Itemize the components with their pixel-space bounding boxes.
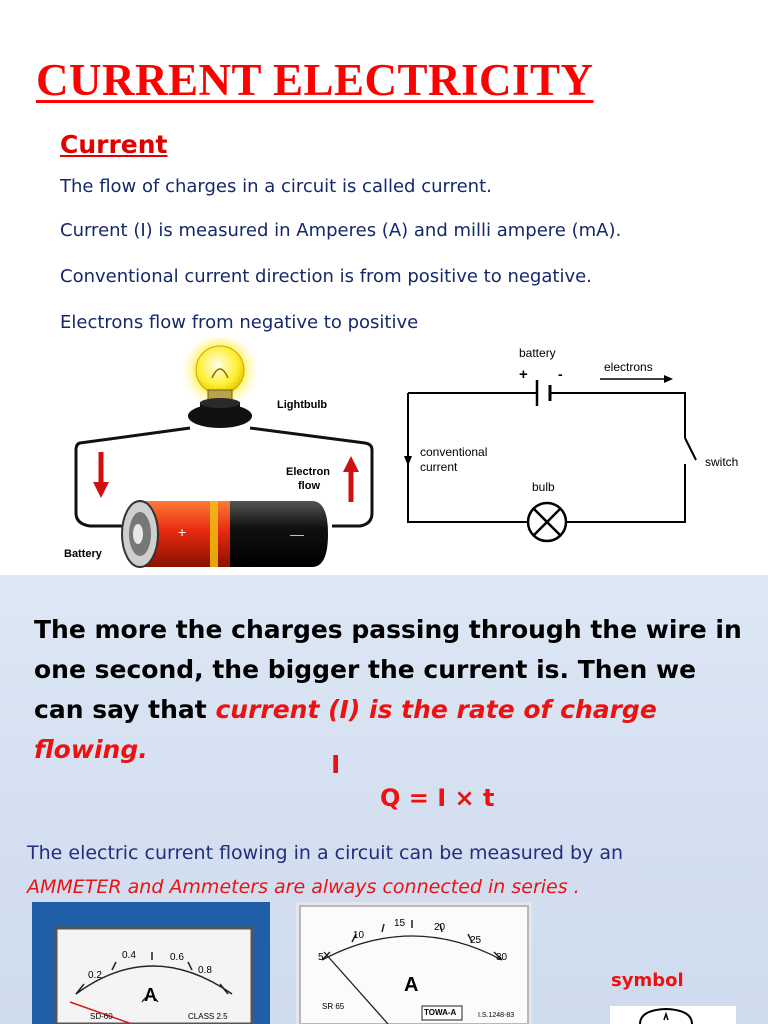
current-symbol: I xyxy=(331,750,341,779)
ammeter-text-line1: The electric current flowing in a circui… xyxy=(27,842,624,864)
units-line: Current (I) is measured in Amperes (A) a… xyxy=(60,220,622,241)
battery-label: Battery xyxy=(64,548,102,560)
meter2-brand: TOWA-A xyxy=(424,1008,457,1017)
electron-flow-label-line2: flow xyxy=(298,480,320,492)
meter1-unit: A xyxy=(144,985,157,1005)
meter1-scale-0-8: 0.8 xyxy=(198,965,212,976)
ammeter-image-1 xyxy=(32,902,270,1024)
meter2-scale-30: 30 xyxy=(496,952,508,963)
rate-paragraph-black: The more the charges passing through the… xyxy=(34,615,742,724)
meter2-scale-5: 5 xyxy=(318,952,324,963)
schematic-minus-sign: - xyxy=(558,366,563,382)
lightbulb-label: Lightbulb xyxy=(277,399,328,411)
meter2-unit: A xyxy=(404,974,419,996)
charge-formula: Q = I × t xyxy=(380,784,495,812)
electron-flow-label-line1: Electron xyxy=(286,466,331,478)
rate-paragraph-red: current (I) is the rate of charge flowin… xyxy=(34,695,657,764)
meter1-scale-0-6: 0.6 xyxy=(170,952,184,963)
meter2-standard: I.S.1248-83 xyxy=(478,1012,515,1019)
conventional-label-line2: current xyxy=(420,460,458,474)
electrons-label: electrons xyxy=(604,360,653,374)
ammeter-symbol xyxy=(610,1006,736,1024)
lightbulb-circuit-illustration xyxy=(74,338,374,568)
meter2-scale-25: 25 xyxy=(470,935,482,946)
meter2-scale-20: 20 xyxy=(434,922,446,933)
ammeter-image-2 xyxy=(296,902,532,1024)
meter2-scale-15: 15 xyxy=(394,918,406,929)
section-heading: Current xyxy=(60,130,168,159)
switch-label: switch xyxy=(705,455,739,469)
ammeter-symbol-label: symbol xyxy=(611,970,684,991)
ammeter-text-line2: AMMETER and Ammeters are always connecte… xyxy=(27,876,580,898)
rate-of-charge-paragraph: The more the charges passing through the… xyxy=(34,610,754,770)
battery-plus-sign: + xyxy=(178,524,187,540)
meter1-scale-0-4: 0.4 xyxy=(122,950,136,961)
meter1-model: SD-60 xyxy=(90,1012,113,1021)
meter1-class: CLASS 2.5 xyxy=(188,1012,228,1021)
conventional-label-line1: conventional xyxy=(420,445,488,459)
electrons-line: Electrons flow from negative to positive xyxy=(60,312,419,333)
battery-minus-sign: — xyxy=(290,526,304,542)
meter2-model: SR 65 xyxy=(322,1002,345,1011)
schematic-plus-sign: + xyxy=(519,366,528,383)
definition-line: The flow of charges in a circuit is call… xyxy=(60,176,492,197)
meter2-scale-10: 10 xyxy=(353,930,365,941)
schematic-battery-label: battery xyxy=(519,346,556,360)
circuit-schematic xyxy=(404,375,697,543)
bulb-label: bulb xyxy=(532,480,555,494)
page-title: CURRENT ELECTRICITY xyxy=(36,55,594,105)
meter1-scale-0-2: 0.2 xyxy=(88,970,102,981)
conventional-line: Conventional current direction is from p… xyxy=(60,266,592,287)
